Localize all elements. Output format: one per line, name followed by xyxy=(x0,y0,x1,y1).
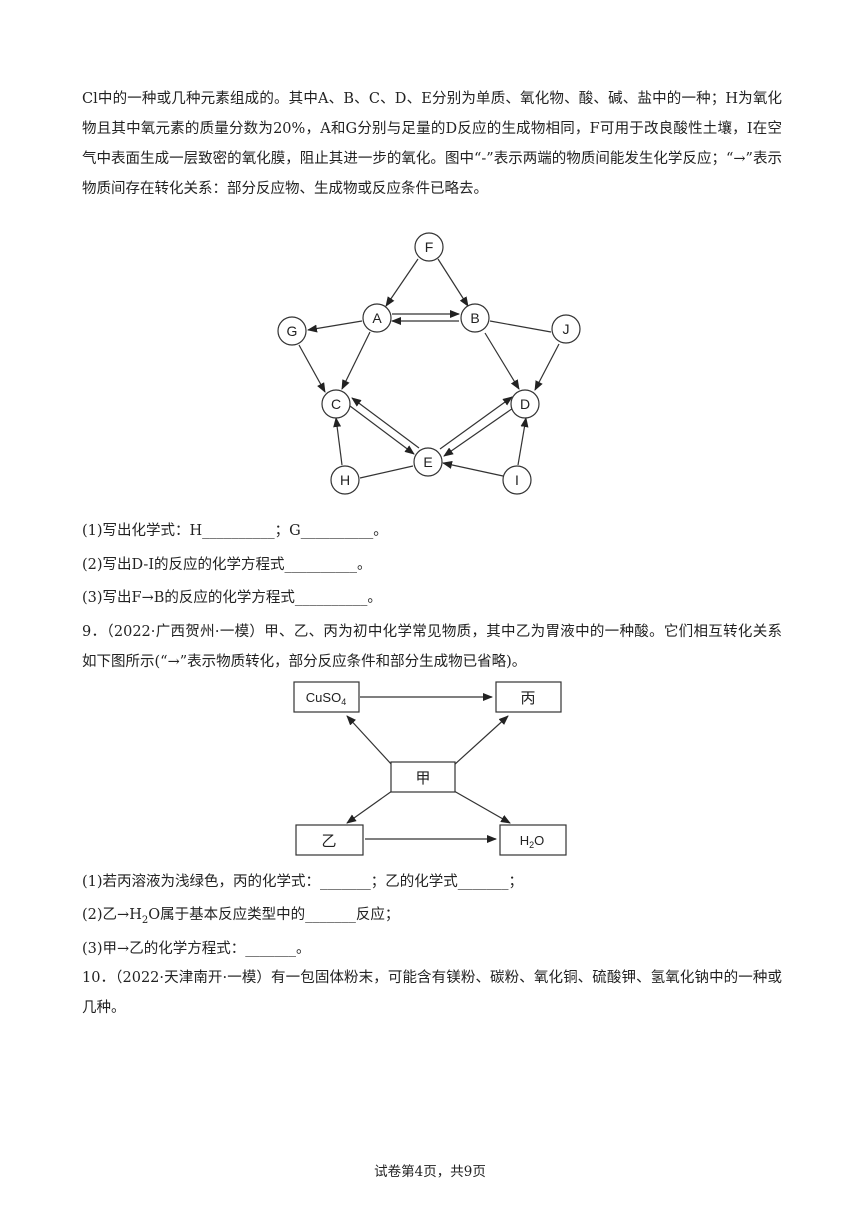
node-label: J xyxy=(563,321,570,337)
node-f: F xyxy=(414,232,444,262)
arrow-g-to-c xyxy=(298,344,326,393)
box-bing xyxy=(495,681,562,713)
link-b-j xyxy=(489,320,552,333)
node-circle xyxy=(502,465,532,495)
node-label: B xyxy=(470,310,479,326)
q9-intro: 9．（2022·广西贺州·一模）甲、乙、丙为初中化学常见物质，其中乙为胃液中的一… xyxy=(82,624,782,670)
node-j: J xyxy=(551,314,581,344)
node-label: D xyxy=(520,396,530,412)
node-a: A xyxy=(362,303,392,333)
arrow-h-to-c xyxy=(333,417,343,466)
box-jia xyxy=(390,761,456,793)
arrow-d-to-e xyxy=(443,405,517,457)
diagram-nodes: F A B G J C D E H I xyxy=(277,232,581,495)
node-label: C xyxy=(331,396,341,412)
node-circle xyxy=(551,314,581,344)
node-label: H xyxy=(340,472,350,488)
q8-part1: (1)写出化学式：H__________；G__________。 xyxy=(82,523,388,539)
arrow-f-to-b xyxy=(437,258,469,307)
node-b: B xyxy=(460,303,490,333)
arrow-i-to-e xyxy=(442,460,504,477)
q8-part2: (2)写出D-I的反应的化学方程式__________。 xyxy=(82,557,372,573)
intro-paragraph: Cl中的一种或几种元素组成的。其中A、B、C、D、E分别为单质、氧化物、酸、碱、… xyxy=(82,91,782,197)
arrow-j-to-d xyxy=(534,343,560,391)
arrow-e-to-c xyxy=(351,397,420,449)
node-i: I xyxy=(502,465,532,495)
box-yi xyxy=(295,824,364,856)
page-footer: 试卷第4页，共9页 xyxy=(374,1164,486,1180)
substance-relation-diagram: F A B G J C D E H I xyxy=(277,232,581,495)
arrow-jia-to-cuso4 xyxy=(346,715,393,766)
node-circle xyxy=(321,389,351,419)
node-g: G xyxy=(277,316,307,346)
arrow-f-to-a xyxy=(385,258,419,307)
q9-part3: (3)甲→乙的化学方程式：_______。 xyxy=(82,941,311,957)
q9-part1: (1)若丙溶液为浅绿色，丙的化学式：_______；乙的化学式_______； xyxy=(82,874,524,890)
node-circle xyxy=(414,232,444,262)
node-label: G xyxy=(287,323,298,339)
q10-intro: 10．（2022·天津南开·一模）有一包固体粉末，可能含有镁粉、碳粉、氧化铜、硫… xyxy=(82,970,782,1016)
label-jia: 甲 xyxy=(415,770,430,787)
node-label: F xyxy=(425,239,434,255)
arrow-i-to-d xyxy=(517,417,529,466)
arrow-c-to-e xyxy=(349,405,415,455)
node-circle xyxy=(460,303,490,333)
node-e: E xyxy=(413,447,443,477)
arrow-b-to-d xyxy=(484,332,520,390)
label-cuso4: CuSO4 xyxy=(306,690,346,707)
arrow-jia-to-yi xyxy=(346,790,393,824)
node-c: C xyxy=(321,389,351,419)
arrow-a-to-g xyxy=(307,320,363,333)
box-cuso4 xyxy=(293,681,360,713)
node-d: D xyxy=(510,389,540,419)
box-h2o xyxy=(499,824,567,856)
node-circle xyxy=(362,303,392,333)
conversion-diagram: CuSO4 丙 甲 乙 H2O xyxy=(293,681,567,856)
node-h: H xyxy=(330,465,360,495)
arrow-jia-to-h2o xyxy=(453,790,511,824)
node-label: E xyxy=(423,454,432,470)
node-circle xyxy=(330,465,360,495)
label-bing: 丙 xyxy=(520,690,535,707)
arrow-e-to-d xyxy=(439,396,513,450)
arrow-a-to-c xyxy=(341,331,371,390)
node-label: A xyxy=(372,310,382,326)
link-h-e xyxy=(359,465,414,479)
label-yi: 乙 xyxy=(321,833,336,850)
node-circle xyxy=(413,447,443,477)
label-h2o: H2O xyxy=(520,833,545,850)
node-circle xyxy=(510,389,540,419)
node-label: I xyxy=(515,472,519,488)
arrow-jia-to-bing xyxy=(453,715,509,766)
q8-part3: (3)写出F→B的反应的化学方程式__________。 xyxy=(82,590,382,606)
q9-part2: (2)乙→H2O属于基本反应类型中的_______反应； xyxy=(82,907,400,926)
node-circle xyxy=(277,316,307,346)
